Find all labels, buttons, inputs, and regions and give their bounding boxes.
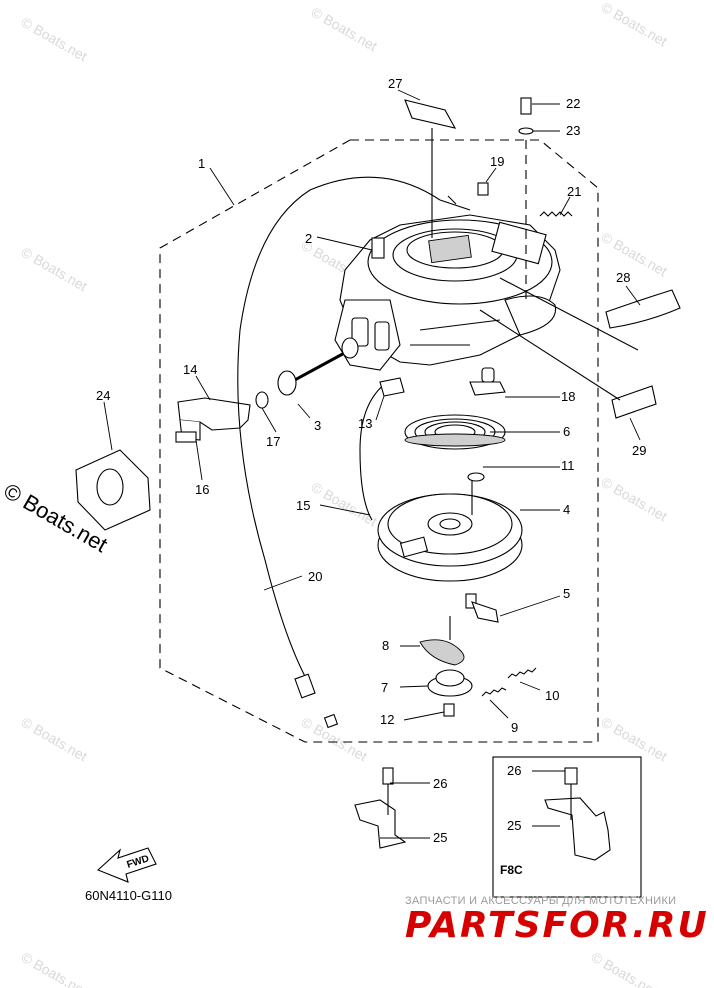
shop-subtitle: ЗАПЧАСТИ И АКСЕССУАРЫ ДЛЯ МОТОТЕХНИКИ	[405, 895, 677, 907]
circlip	[467, 472, 485, 482]
watermark: © Boats.net	[599, 0, 671, 49]
callout-18: 18	[561, 389, 575, 404]
callout-10: 10	[545, 688, 559, 703]
friction-plate	[419, 639, 465, 666]
callout-24: 24	[96, 388, 110, 403]
watermark: © Boats.net	[599, 474, 671, 525]
washer-23	[518, 127, 534, 135]
sheave-drum	[377, 480, 523, 582]
callout-9: 9	[511, 720, 518, 735]
callout-15: 15	[296, 498, 310, 513]
callout-17: 17	[266, 434, 280, 449]
callout-22: 22	[566, 96, 580, 111]
callout-7: 7	[381, 680, 388, 695]
callout-26-f8c: 26	[507, 763, 521, 778]
label-27	[404, 99, 457, 129]
rope-handle-shaft	[255, 337, 359, 409]
watermark: © Boats.net	[309, 479, 381, 530]
return-spring	[507, 667, 537, 679]
starter-housing	[334, 214, 561, 371]
bracket-25-f8c	[544, 767, 611, 861]
pawl	[465, 593, 499, 623]
watermark: © Boats.net	[19, 14, 91, 65]
callout-16: 16	[195, 482, 209, 497]
callout-1: 1	[198, 156, 205, 171]
callout-21: 21	[567, 184, 581, 199]
label-28	[605, 289, 681, 329]
drive-plate	[427, 669, 473, 697]
leader-lines	[103, 89, 641, 839]
spring-9	[481, 687, 507, 697]
grommet	[75, 449, 151, 531]
fwd-arrow-icon: FWD	[96, 847, 157, 883]
bracket-25	[354, 767, 407, 849]
spring-21	[539, 211, 573, 217]
callout-3: 3	[314, 418, 321, 433]
callouts: 1 2 3 4 5 6 7 8 9 10 11 12 13 14 15 16 1…	[96, 76, 646, 845]
callout-4: 4	[563, 502, 570, 517]
clip-18	[469, 367, 506, 396]
callout-29: 29	[632, 443, 646, 458]
model-variant-label: F8C	[500, 863, 523, 877]
bolt-22	[520, 97, 532, 115]
callout-2: 2	[305, 231, 312, 246]
callout-27: 27	[388, 76, 402, 91]
f8c-inset	[492, 756, 642, 898]
part-code: 60N4110-G110	[85, 888, 172, 903]
start-cable	[237, 176, 441, 683]
callout-11: 11	[561, 458, 575, 473]
watermark: © Boats.net	[19, 949, 91, 988]
callout-19: 19	[490, 154, 504, 169]
watermark: © Boats.net	[19, 244, 91, 295]
callout-13: 13	[358, 416, 372, 431]
watermark: © Boats.net	[589, 949, 661, 988]
callout-23: 23	[566, 123, 580, 138]
callout-25-f8c: 25	[507, 818, 521, 833]
callout-25: 25	[433, 830, 447, 845]
shop-logo: PARTSFOR.RU	[405, 905, 709, 946]
callout-5: 5	[563, 586, 570, 601]
rope-cable	[359, 379, 391, 521]
bolt-12	[443, 703, 455, 717]
callout-20: 20	[308, 569, 322, 584]
label-29	[611, 385, 657, 419]
callout-14: 14	[183, 362, 197, 377]
callout-6: 6	[563, 424, 570, 439]
watermark: © Boats.net	[19, 714, 91, 765]
watermark: © Boats.net	[309, 4, 381, 55]
callout-26: 26	[433, 776, 447, 791]
watermark: © Boats.net	[599, 229, 671, 280]
assembly-outline	[159, 139, 599, 743]
pin-19	[477, 182, 489, 196]
callout-8: 8	[382, 638, 389, 653]
callout-12: 12	[380, 712, 394, 727]
callout-28: 28	[616, 270, 630, 285]
